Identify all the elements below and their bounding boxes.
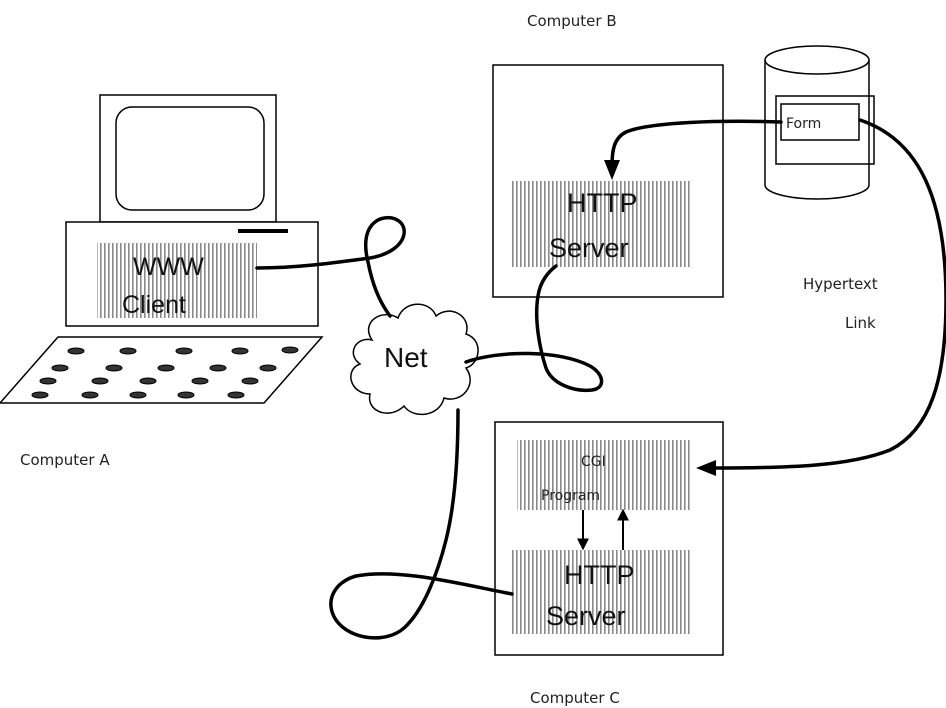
cgi-label: CGI <box>581 454 606 470</box>
client-label: Client <box>122 291 186 319</box>
http-server-c-box <box>511 550 691 634</box>
server-c-label: Server <box>546 601 626 631</box>
program-label: Program <box>541 488 600 504</box>
net-cloud-icon: Net <box>350 303 479 416</box>
net-server-b-cable <box>464 264 604 393</box>
server-b-label: Server <box>549 233 629 263</box>
form-label: Form <box>786 116 821 132</box>
form-box <box>780 103 860 141</box>
computer-a: WWW Client <box>0 94 324 469</box>
net-server-c-cable <box>329 408 514 640</box>
computer-c: CGI Program HTTP Server Computer C <box>494 421 724 707</box>
system-unit: WWW Client <box>65 221 319 327</box>
net-label: Net <box>384 342 428 373</box>
hypertext-arrowhead-icon <box>696 460 716 476</box>
computer-b: Computer B HTTP Server <box>492 12 724 298</box>
computer-b-label: Computer B <box>527 12 617 30</box>
arrowhead-icon <box>604 160 620 180</box>
computer-a-label: Computer A <box>20 451 110 469</box>
link-label: Link <box>845 314 876 332</box>
http-server-b-box <box>511 181 691 267</box>
hypertext-label: Hypertext <box>803 275 878 293</box>
cgi-program-box <box>517 440 691 510</box>
monitor-icon <box>99 94 277 223</box>
keyboard-icon <box>0 336 324 404</box>
database-icon: Form <box>764 45 875 200</box>
computer-c-label: Computer C <box>530 689 620 707</box>
http-c-label: HTTP <box>564 560 635 590</box>
hypertext-link-line <box>714 118 946 470</box>
www-label: WWW <box>133 253 204 281</box>
form-to-server-arrow <box>610 119 783 168</box>
www-client-box <box>97 243 257 318</box>
client-net-cable <box>255 215 406 318</box>
http-b-label: HTTP <box>567 188 638 218</box>
